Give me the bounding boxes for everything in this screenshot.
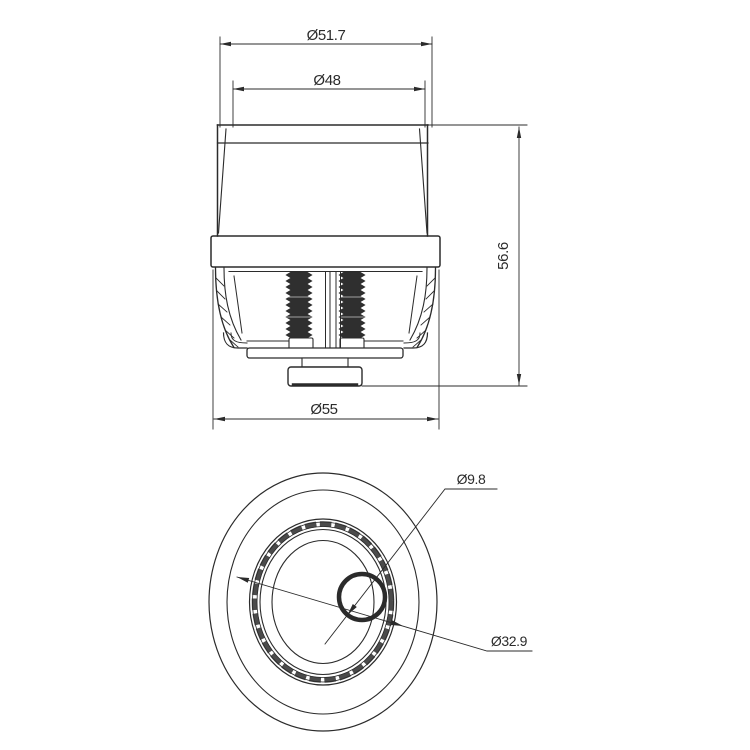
- arrowhead: [347, 604, 357, 615]
- body-lens: [216, 124, 429, 237]
- arrowhead-left: [237, 577, 250, 583]
- dim-dia-48: Ø48: [232, 72, 426, 128]
- bottom-view: Ø9.8 Ø32.9: [208, 471, 533, 732]
- dim-label-dia-55: Ø55: [310, 401, 337, 418]
- arrowhead-bottom: [516, 374, 522, 385]
- outer-rim-circle: [208, 472, 438, 732]
- leader-dia-9-8: Ø9.8: [324, 471, 498, 645]
- right-wall-hatch: [412, 277, 436, 348]
- dim-label-dia-51-7: Ø51.7: [307, 27, 346, 44]
- dim-dia-55: Ø55: [212, 269, 440, 430]
- arrowhead-left: [220, 41, 231, 47]
- second-rim-circle: [226, 489, 420, 715]
- threaded-studs: [285, 271, 366, 350]
- arrowhead-right: [427, 416, 438, 422]
- left-foot-inner: [230, 332, 248, 344]
- right-thread: [338, 271, 366, 339]
- dim-dia-51-7: Ø51.7: [219, 27, 433, 128]
- left-foot: [222, 332, 248, 349]
- knurl-dashes: [251, 521, 395, 683]
- dim-height-56-6: 56.6: [361, 124, 528, 387]
- central-channel: [325, 271, 341, 349]
- base-plate: [246, 347, 404, 359]
- right-foot: [403, 332, 429, 349]
- right-foot-inner: [403, 332, 421, 344]
- arrowhead-left: [233, 86, 244, 92]
- inner-circle: [271, 539, 375, 665]
- arrowhead-right: [414, 86, 425, 92]
- dim-label-height-56-6: 56.6: [495, 242, 512, 270]
- dim-label-dia-32-9: Ø32.9: [491, 633, 528, 649]
- sensor-hole-circle: [336, 571, 388, 623]
- left-thread: [285, 271, 313, 339]
- arrowhead-left: [214, 416, 225, 422]
- neck: [301, 357, 349, 368]
- front-view: Ø51.7 Ø48: [210, 27, 528, 430]
- flange: [210, 235, 441, 268]
- leader-dia-32-9: Ø32.9: [236, 576, 533, 652]
- dim-label-dia-9-8: Ø9.8: [457, 471, 486, 487]
- dim-label-dia-48: Ø48: [313, 72, 340, 89]
- arrowhead-right: [421, 41, 432, 47]
- arrowhead-top: [516, 127, 522, 138]
- nipple: [287, 366, 363, 387]
- left-wall-hatch: [215, 277, 239, 348]
- lower-bowl: [214, 267, 437, 349]
- arrowhead-right: [390, 620, 403, 626]
